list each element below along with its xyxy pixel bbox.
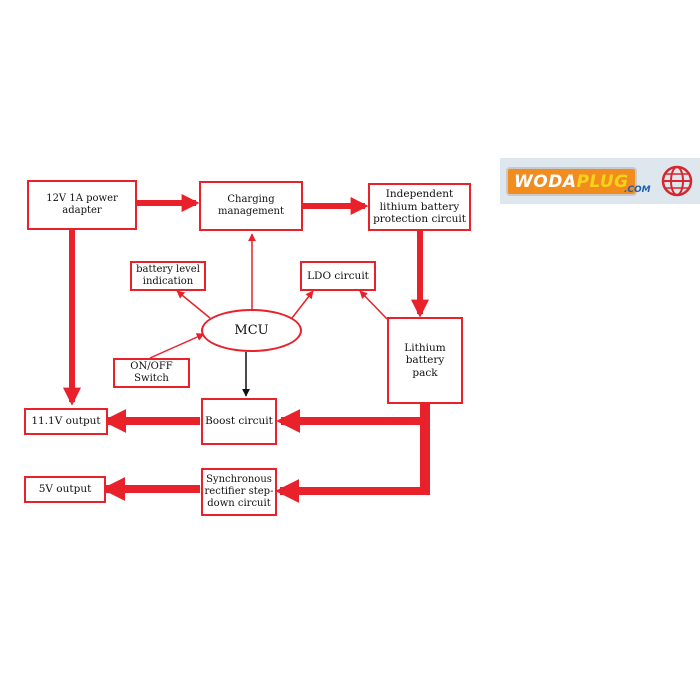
node-charging-management: Charging management xyxy=(199,181,303,231)
node-boost-circuit: Boost circuit xyxy=(201,398,277,445)
node-power-adapter: 12V 1A power adapter xyxy=(27,180,137,230)
node-battery-protection: Independent lithium battery protection c… xyxy=(368,183,471,231)
node-synchronous-rectifier: Synchronous rectifier step-down circuit xyxy=(201,468,277,516)
node-on-off-switch: ON/OFF Switch xyxy=(113,358,190,388)
node-lithium-battery-pack: Lithium battery pack xyxy=(387,317,463,404)
edge-switch-mcu xyxy=(149,333,205,359)
logo-subtext: .COM xyxy=(624,185,651,195)
node-mcu: MCU xyxy=(201,309,302,352)
globe-icon xyxy=(661,165,693,197)
node-5v-output: 5V output xyxy=(24,476,106,503)
node-battery-level-indication: battery level indication xyxy=(130,261,206,291)
node-11v-output: 11.1V output xyxy=(24,408,108,435)
edge-battery-ldo xyxy=(359,290,388,320)
edge-mcu-battery-indicator xyxy=(176,290,211,319)
edge-mcu-ldo xyxy=(291,290,314,319)
logo-wordmark: WODAPLUG xyxy=(506,166,637,196)
node-ldo-circuit: LDO circuit xyxy=(300,261,376,291)
wodaplug-logo: WODAPLUG .COM xyxy=(500,158,700,204)
